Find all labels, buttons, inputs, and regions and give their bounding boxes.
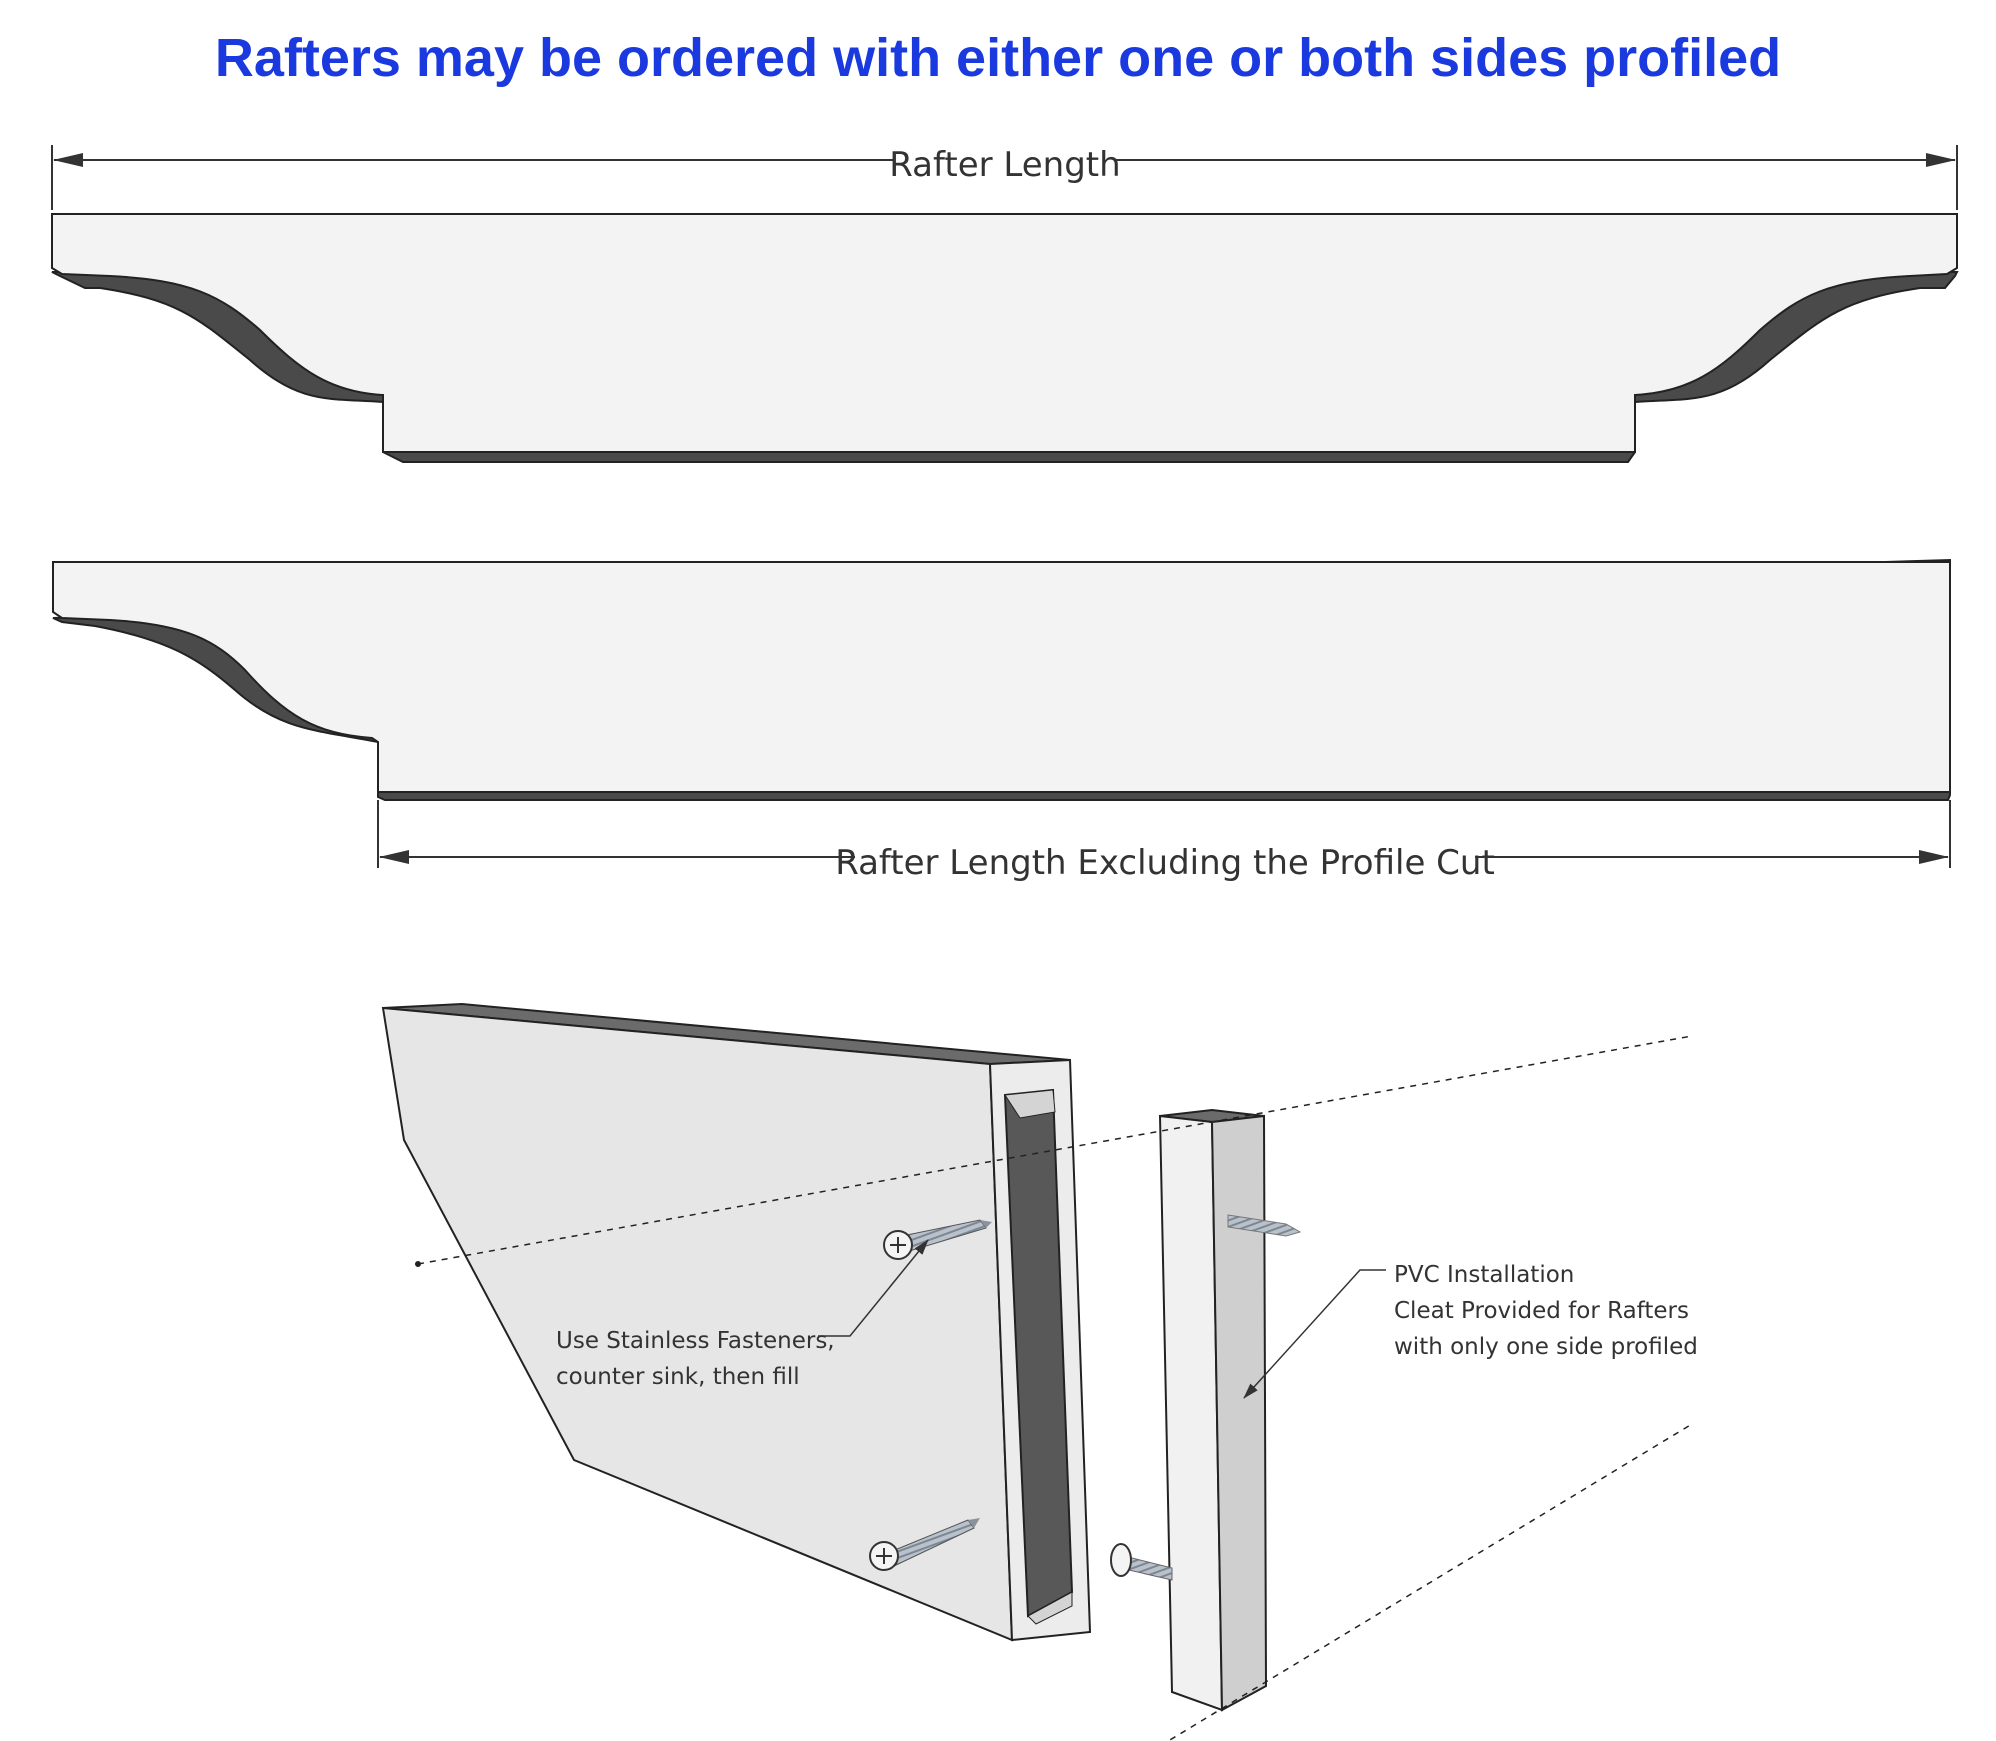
rafter-end-detail [381,1002,1092,1642]
rafter-length-dimension: Rafter Length [51,145,1958,210]
fasteners-note-line-1: Use Stainless Fasteners, [556,1328,835,1354]
excluding-profile-dimension: Rafter Length Excluding the Profile Cut [377,800,1951,883]
cleat-note-line-3: with only one side profiled [1394,1334,1698,1360]
cleat-note-line-1: PVC Installation [1394,1262,1574,1288]
fasteners-callout: Use Stainless Fasteners, counter sink, t… [556,1239,929,1390]
cleat-screw-upper [1227,1214,1302,1237]
svg-text:PVC Installation Cleat P: PVC Installation Cleat Provided for Raft… [1394,1262,1698,1360]
cleat-note-line-2: Cleat Provided for Rafters [1394,1298,1689,1324]
alignment-guide-lines [415,1035,1693,1741]
fastener-screw-lower [869,1518,980,1571]
fasteners-note-line-2: counter sink, then fill [556,1364,800,1390]
rafter-both-sides-profiled [51,213,1959,463]
page-title: Rafters may be ordered with either one o… [215,28,1781,88]
pvc-cleat [1158,1108,1268,1712]
rafter-one-side-profiled [52,558,1951,801]
rafter-length-label: Rafter Length [889,145,1120,185]
excluding-profile-label: Rafter Length Excluding the Profile Cut [835,843,1495,883]
cleat-screw-lower [1110,1543,1173,1581]
svg-text:Use Stainless Fasteners,: Use Stainless Fasteners, counter sink, t… [556,1328,842,1390]
cleat-callout: PVC Installation Cleat Provided for Raft… [1243,1262,1698,1399]
